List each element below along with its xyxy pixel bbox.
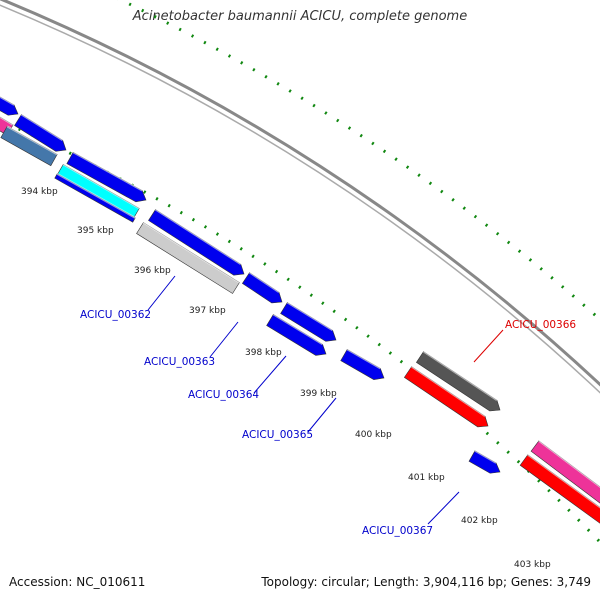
outer-tick-ring [117,0,600,322]
tick-label: 400 kbp [355,430,392,440]
gene-block[interactable] [54,172,136,223]
gene-block[interactable] [530,440,600,515]
label-layer: 394 kbp 395 kbp 396 kbp 397 kbp 398 kbp 399 k… [21,187,576,570]
backbone-outer-line [0,0,600,387]
gene-block[interactable] [14,113,70,155]
gene-label[interactable]: ACICU_00365 [242,429,313,441]
gene-block[interactable] [280,301,340,345]
gene-label[interactable]: ACICU_00364 [188,389,259,401]
gene-callout-line [209,321,239,358]
gene-callout-line [473,329,504,363]
gene-callout-line [147,275,176,311]
gene-block[interactable] [468,449,503,477]
tick-label: 395 kbp [77,226,114,236]
gene-label[interactable]: ACICU_00363 [144,356,215,368]
tick-label: 397 kbp [189,306,226,316]
tick-label: 398 kbp [245,348,282,358]
gene-block[interactable] [241,271,285,308]
gene-label[interactable]: ACICU_00367 [362,525,433,537]
gene-block[interactable] [403,365,491,432]
gene-block[interactable] [66,151,149,205]
backbone-layer [0,0,600,394]
gene-block[interactable] [519,453,600,530]
gene-callout-line [253,355,287,394]
backbone-inner-line [0,4,600,394]
gene-label[interactable]: ACICU_00362 [80,309,151,321]
feature-layer [0,91,600,530]
gene-block[interactable] [148,208,247,280]
gene-block[interactable] [136,221,240,294]
tick-label: 403 kbp [514,560,551,570]
gene-block[interactable] [0,91,21,119]
gene-block[interactable] [415,350,503,416]
genome-summary-text: Topology: circular; Length: 3,904,116 bp… [261,575,591,589]
tick-label: 401 kbp [408,473,445,483]
gene-block[interactable] [266,313,330,359]
gene-block[interactable] [340,348,387,383]
tick-label: 396 kbp [134,266,171,276]
gene-callout-line [307,397,337,433]
tick-label: 394 kbp [21,187,58,197]
accession-text: Accession: NC_010611 [9,575,146,589]
tick-label: 399 kbp [300,389,337,399]
gene-callout-line [427,491,460,525]
map-title: Acinetobacter baumannii ACICU, complete … [132,9,468,24]
tick-label: 402 kbp [461,516,498,526]
gene-block[interactable] [0,125,58,167]
gene-label[interactable]: ACICU_00366 [505,319,576,331]
